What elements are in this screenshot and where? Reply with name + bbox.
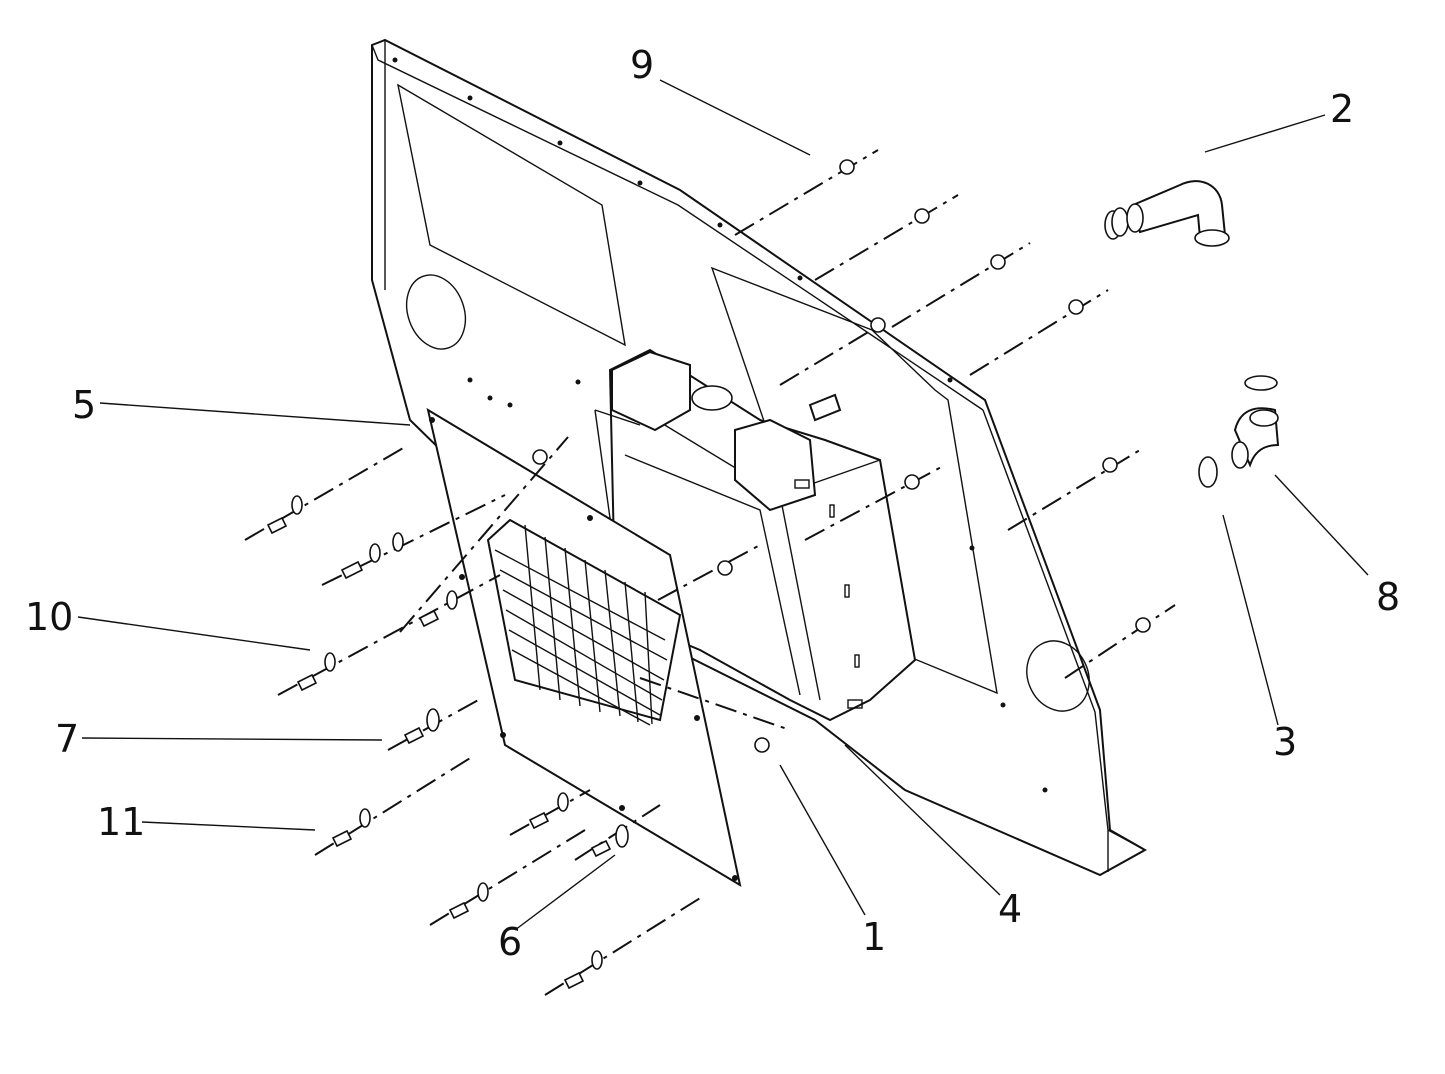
callout-8: 8 bbox=[1376, 575, 1400, 619]
callout-1: 1 bbox=[862, 915, 886, 959]
nut-row bbox=[532, 159, 1151, 753]
grille-plate bbox=[426, 407, 742, 888]
callout-10: 10 bbox=[25, 595, 73, 639]
callout-6: 6 bbox=[498, 920, 522, 964]
callout-labels: 1 2 3 4 5 6 7 8 9 10 11 bbox=[25, 43, 1400, 964]
lower-hose bbox=[1198, 375, 1280, 488]
callout-3: 3 bbox=[1273, 720, 1297, 764]
grille-mesh bbox=[486, 518, 682, 726]
callout-2: 2 bbox=[1330, 87, 1354, 131]
callout-9: 9 bbox=[630, 43, 654, 87]
callout-4: 4 bbox=[998, 887, 1022, 931]
fastener-lines-left bbox=[244, 436, 706, 996]
upper-hose bbox=[1104, 180, 1230, 247]
bolt-set bbox=[266, 495, 629, 990]
callout-11: 11 bbox=[97, 800, 145, 844]
callout-7: 7 bbox=[55, 717, 79, 761]
fastener-lines-right bbox=[532, 149, 1176, 753]
leader-lines bbox=[77, 79, 1369, 931]
callout-5: 5 bbox=[72, 383, 96, 427]
